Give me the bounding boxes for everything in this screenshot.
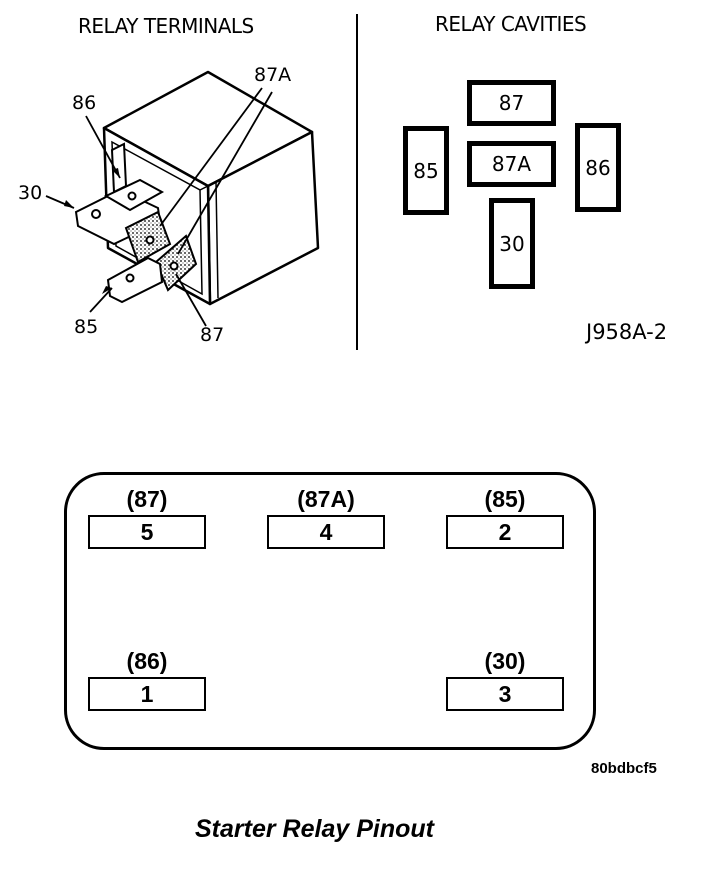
cavity-86: 86 [575, 123, 621, 212]
leader-87 [175, 273, 207, 327]
terminal-label-85: 85 [74, 316, 99, 338]
pin-label-85: (85) [484, 486, 526, 512]
relay-terminals-title: RELAY TERMINALS [78, 14, 254, 38]
leader-87a-b [177, 91, 273, 255]
pinout-code: 80bdbcf5 [591, 760, 657, 777]
cavity-30: 30 [489, 198, 535, 289]
relay-cavities-title: RELAY CAVITIES [435, 12, 587, 36]
pin-box-5: 5 [88, 515, 206, 549]
cavity-87a: 87A [467, 141, 556, 187]
pin-label-87a: (87A) [297, 486, 355, 512]
pin-label-30: (30) [484, 648, 526, 674]
cavity-85: 85 [403, 126, 449, 215]
cavity-87: 87 [467, 80, 556, 126]
pin-box-4: 4 [267, 515, 385, 549]
section-divider [356, 14, 358, 350]
relay-illustration [45, 70, 320, 327]
leader-86 [85, 115, 121, 179]
pin-box-3: 3 [446, 677, 564, 711]
pin-label-87: (87) [126, 486, 168, 512]
pin-label-86: (86) [126, 648, 168, 674]
pin-box-1: 1 [88, 677, 206, 711]
figure-caption: Starter Relay Pinout [195, 815, 434, 843]
pinout-panel [64, 472, 596, 750]
terminal-label-30: 30 [18, 182, 43, 204]
terminal-label-86: 86 [72, 92, 97, 114]
pin-box-2: 2 [446, 515, 564, 549]
figure-id: J958A-2 [586, 320, 668, 344]
terminal-label-87a: 87A [254, 64, 292, 86]
terminal-85-blade [106, 256, 164, 304]
terminal-label-87: 87 [200, 324, 225, 346]
leader-87a-a [159, 87, 263, 227]
leader-85 [89, 287, 113, 313]
